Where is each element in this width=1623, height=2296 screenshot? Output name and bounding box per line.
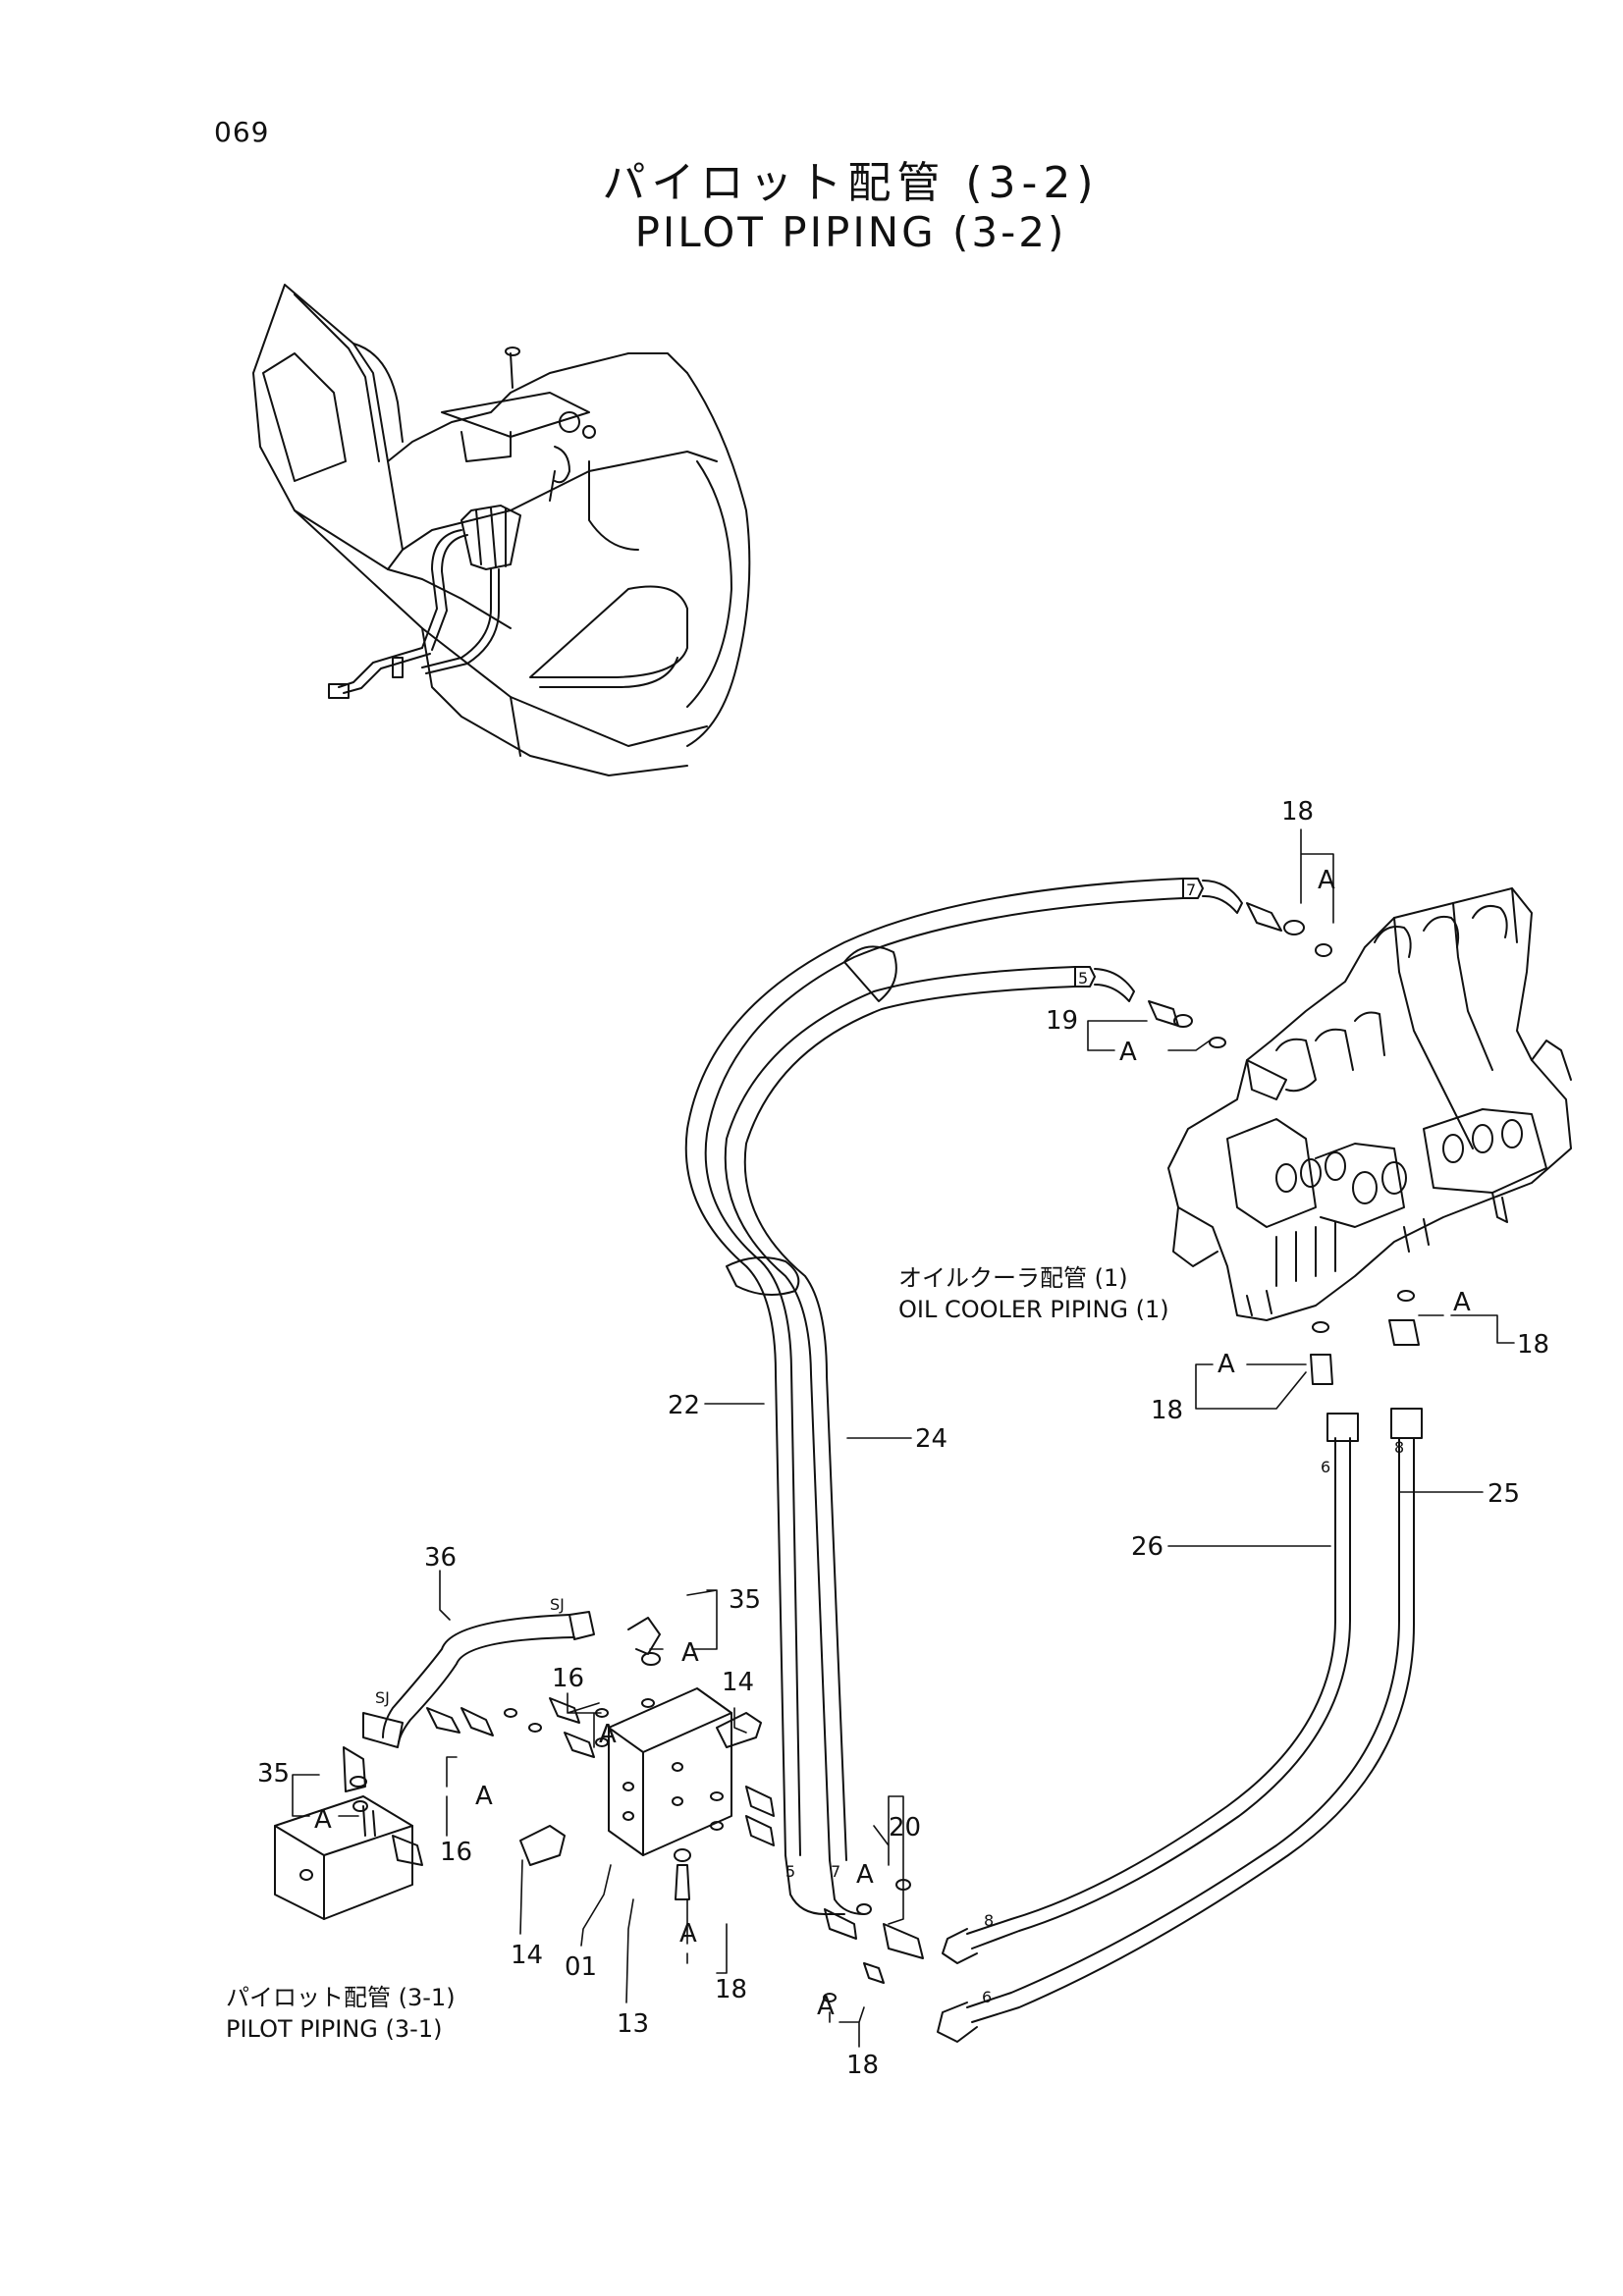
callout-01: 01 (565, 1952, 597, 1982)
callout-18-lower: 18 (846, 2051, 879, 2080)
leader-lines (292, 828, 1515, 2048)
callout-36: 36 (424, 1543, 457, 1573)
callout-labels: 18 A 19 A A 18 A 18 22 24 25 26 36 35 A … (257, 797, 1549, 2080)
callout-35-right: 35 (729, 1585, 761, 1615)
callout-a-35-left: A (314, 1805, 332, 1835)
hose-mark-7-top: 7 (1186, 881, 1196, 899)
title-english: PILOT PIPING (3-2) (634, 208, 1067, 256)
ref-pilot-3-1-en: PILOT PIPING (3-1) (226, 2015, 442, 2043)
hose-mark-7-bottom: 7 (831, 1862, 840, 1881)
callout-18-bottom: 18 (715, 1975, 747, 2004)
machine-overview-illustration (252, 284, 751, 776)
callout-a-16-top: A (599, 1720, 617, 1749)
reference-labels: オイルクーラ配管 (1) OIL COOLER PIPING (1) パイロット… (226, 1264, 1169, 2043)
fittings (274, 902, 1420, 2002)
page-number: 069 (214, 116, 270, 148)
callout-35-left: 35 (257, 1759, 290, 1789)
hose-mark-6-bottom: 6 (982, 1988, 992, 2006)
callout-18-right: 18 (1517, 1330, 1549, 1360)
callout-25: 25 (1488, 1479, 1520, 1509)
callout-a-35-right: A (681, 1638, 699, 1668)
callout-a-top: A (1318, 866, 1335, 895)
hose-mark-5-top: 5 (1078, 969, 1088, 988)
callout-18-mid: 18 (1151, 1396, 1183, 1425)
ref-oil-cooler-ja: オイルクーラ配管 (1) (898, 1264, 1128, 1292)
callout-16-left: 16 (440, 1838, 472, 1867)
hoses (362, 878, 1423, 2043)
hose-mark-8-top: 8 (1394, 1438, 1404, 1457)
callout-a-right: A (1453, 1288, 1471, 1317)
callout-14-right: 14 (722, 1668, 754, 1697)
callout-a-20: A (856, 1860, 874, 1890)
callout-a-16-left: A (475, 1782, 493, 1811)
callout-14-left: 14 (511, 1941, 543, 1970)
callout-22: 22 (668, 1391, 700, 1420)
ref-oil-cooler-en: OIL COOLER PIPING (1) (898, 1296, 1169, 1323)
callout-20: 20 (889, 1813, 921, 1842)
callout-a-mid: A (1217, 1350, 1235, 1379)
hose-mark-8-bottom: 8 (984, 1911, 994, 1930)
callout-19: 19 (1046, 1006, 1078, 1036)
callout-a-19: A (1119, 1038, 1137, 1067)
callout-16-top: 16 (552, 1664, 584, 1693)
callout-a-18-lower: A (817, 1992, 835, 2021)
callout-13: 13 (617, 2009, 649, 2039)
hose-mark-6-top: 6 (1321, 1458, 1330, 1476)
hose-mark-sj-b: SJ (375, 1688, 390, 1707)
ref-pilot-3-1-ja: パイロット配管 (3-1) (226, 1984, 456, 2011)
callout-18-top: 18 (1281, 797, 1314, 827)
hose-mark-sj-a: SJ (550, 1595, 565, 1614)
callout-24: 24 (915, 1424, 947, 1454)
title-japanese: パイロット配管 (3-2) (602, 158, 1100, 208)
hose-marks: 7 5 6 8 5 7 8 6 SJ SJ (375, 881, 1404, 2006)
hose-mark-5-bottom: 5 (785, 1862, 795, 1881)
control-valve-illustration (1167, 887, 1572, 1321)
callout-a-18-bottom: A (679, 1919, 697, 1949)
callout-26: 26 (1131, 1532, 1163, 1562)
